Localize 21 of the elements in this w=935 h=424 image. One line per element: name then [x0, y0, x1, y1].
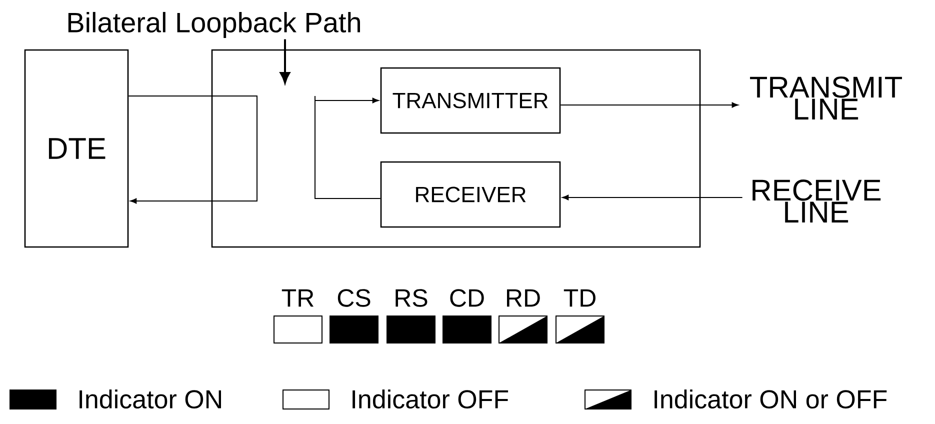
- arrow: [562, 194, 743, 200]
- legend-text: Indicator OFF: [352, 389, 508, 409]
- leader-line: [280, 39, 290, 84]
- equipment-box: DTE: [24, 49, 129, 248]
- indicator-label: TR: [282, 289, 314, 307]
- callout-text: Bilateral Loopback Path: [68, 12, 360, 38]
- arrow: [314, 96, 381, 199]
- indicator-label: TD: [564, 289, 596, 307]
- indicator-label: RS: [396, 289, 428, 307]
- arrow: [128, 96, 258, 204]
- legend-text: Indicator ON or OFF: [654, 389, 887, 409]
- process-box: RECEIVER: [380, 161, 561, 228]
- indicator-label: CD: [450, 289, 484, 307]
- arrow: [560, 102, 738, 108]
- line-label: TRANSMIT LINE: [750, 76, 902, 120]
- indicator-label: CS: [338, 289, 370, 307]
- indicator-label: RD: [507, 289, 540, 307]
- line-label: RECEIVE LINE: [752, 180, 881, 222]
- legend-text: Indicator ON: [80, 389, 221, 409]
- modem-box: [211, 49, 701, 248]
- process-box: TRANSMITTER: [380, 67, 561, 134]
